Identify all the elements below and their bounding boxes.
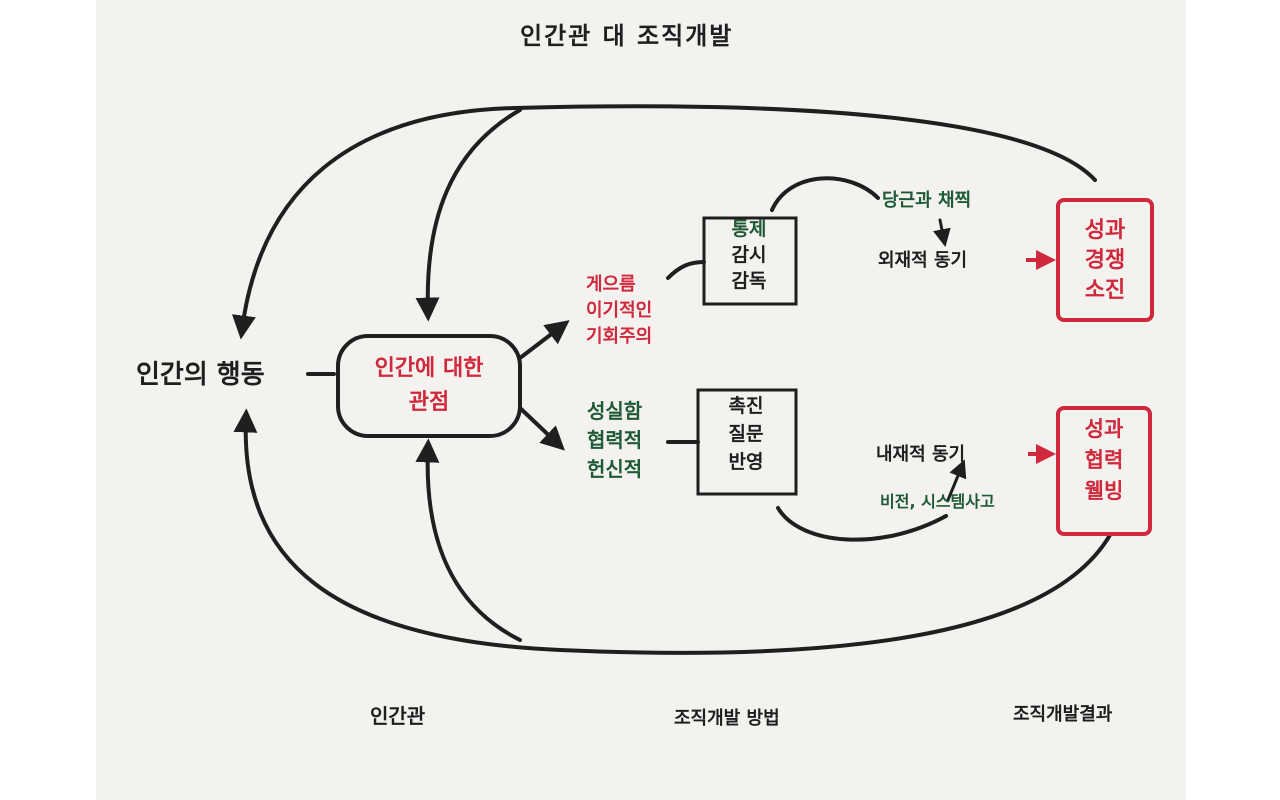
- control-box: [702, 216, 798, 306]
- result-negative: 성과 경쟁 소진: [1060, 216, 1150, 306]
- control-to-extrinsic-curve: [770, 176, 880, 212]
- negative-trait: 기회주의: [586, 326, 653, 347]
- human-view-line: 관점: [408, 390, 450, 415]
- result-positive-item: 성과: [1084, 417, 1124, 441]
- feedback-loop-top-inner: [415, 108, 522, 322]
- result-positive-item: 협력: [1084, 448, 1124, 472]
- result-positive-box: [1056, 406, 1152, 536]
- carrot-arrow: [933, 218, 951, 248]
- vision-arrow: [946, 459, 967, 502]
- paper-background: [96, 0, 1186, 800]
- promote-method: 질문: [728, 423, 764, 445]
- negative-trait: 게으름: [586, 274, 636, 295]
- intrinsic-motivation-label: 내재적 동기: [876, 444, 966, 465]
- extrinsic-motivation-label: 외재적 동기: [878, 250, 968, 271]
- control-method: 감시: [731, 244, 767, 266]
- human-behavior-label: 인간의 행동: [136, 360, 265, 390]
- intrinsic-source-label: 비전, 시스템사고: [880, 492, 995, 511]
- result-negative-item: 경쟁: [1084, 248, 1126, 273]
- promote-to-intrinsic-curve: [776, 506, 948, 542]
- positive-trait: 협력적: [587, 428, 643, 452]
- human-view-label: 인간에 대한 관점: [344, 352, 514, 420]
- footer-od-result: 조직개발결과: [1013, 704, 1113, 725]
- result-negative-box: [1056, 198, 1154, 322]
- promote-method-heading: 촉진: [728, 395, 764, 417]
- arrow-to-negative: [518, 320, 570, 360]
- positive-traits: 성실함 협력적 헌신적: [587, 397, 642, 484]
- footer-od-method: 조직개발 방법: [674, 708, 780, 729]
- control-methods: 통제 감시 감독: [704, 216, 794, 294]
- view-box: [336, 334, 522, 438]
- positive-trait: 성실함: [587, 399, 643, 423]
- result-negative-item: 소진: [1084, 278, 1126, 303]
- promote-method: 반영: [728, 451, 764, 473]
- negative-to-control-line: [666, 260, 706, 280]
- positive-trait: 헌신적: [587, 457, 643, 481]
- result-positive: 성과 협력 웰빙: [1060, 414, 1148, 507]
- extrinsic-source-label: 당근과 채찍: [882, 190, 972, 211]
- feedback-loop-top: [231, 104, 1097, 340]
- footer-human-view: 인간관: [370, 704, 426, 728]
- control-method: 감독: [731, 270, 767, 292]
- promote-box: [696, 388, 798, 496]
- negative-traits: 게으름 이기적인 기회주의: [586, 272, 652, 350]
- control-method-heading: 통제: [731, 218, 767, 240]
- result-positive-item: 웰빙: [1084, 479, 1124, 503]
- promote-methods: 촉진 질문 반영: [698, 392, 794, 476]
- diagram-title: 인간관 대 조직개발: [520, 22, 734, 50]
- arrow-to-positive: [518, 406, 565, 451]
- result-negative-item: 성과: [1084, 218, 1126, 243]
- feedback-loop-bottom: [233, 408, 1112, 655]
- human-view-line: 인간에 대한: [374, 356, 484, 381]
- feedback-loop-bottom-inner: [415, 438, 522, 642]
- negative-trait: 이기적인: [586, 300, 653, 321]
